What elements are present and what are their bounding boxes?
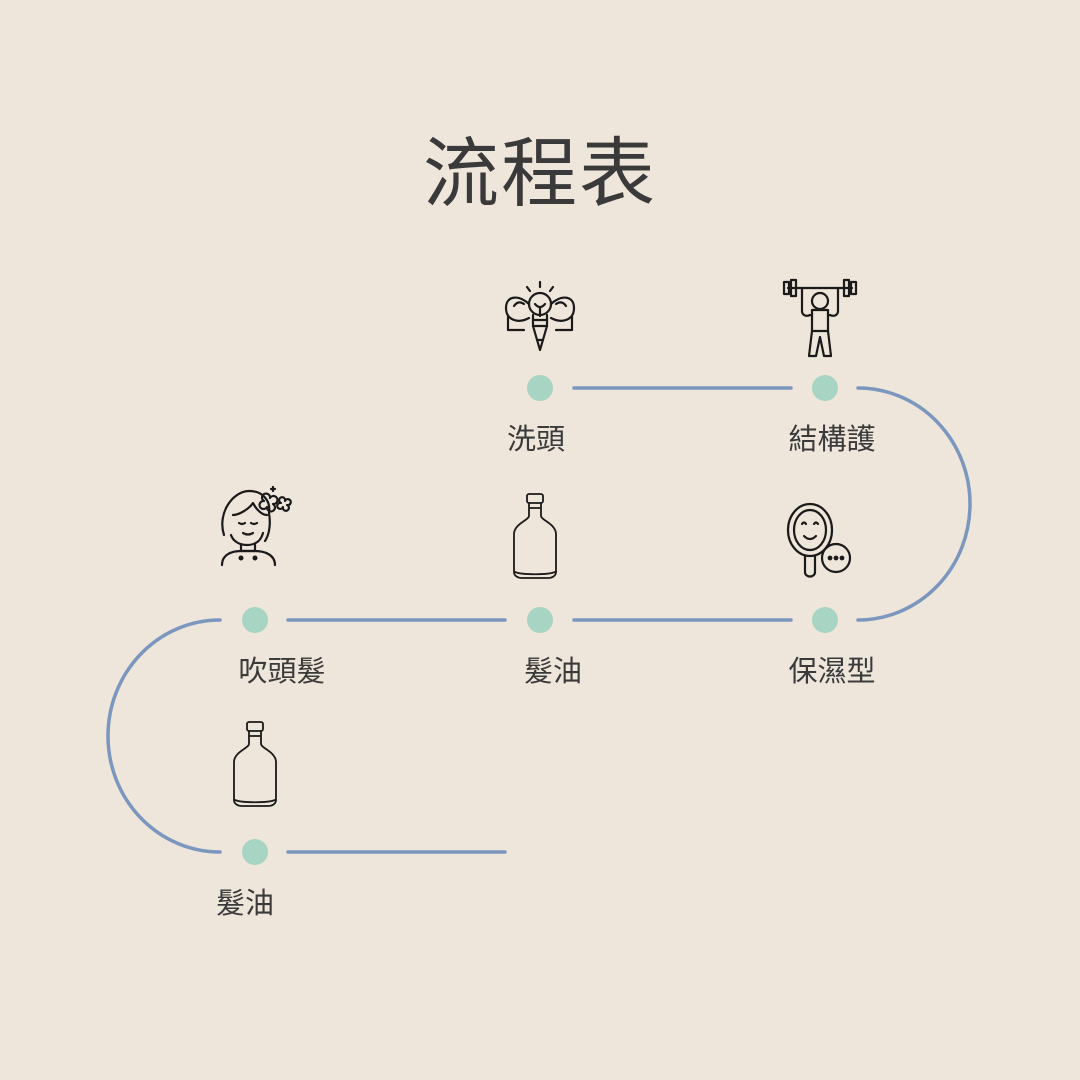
step-label: 洗頭 bbox=[506, 422, 566, 456]
step-label: 髮油 bbox=[523, 654, 583, 688]
oil-bottle-icon bbox=[230, 720, 280, 808]
strong-lightbulb-pencil-icon bbox=[500, 280, 580, 362]
step-label: 保濕型 bbox=[788, 654, 876, 688]
hand-mirror-icon bbox=[786, 500, 854, 582]
step-node bbox=[812, 375, 838, 401]
connector-curve bbox=[106, 618, 222, 854]
step-label: 吹頭髮 bbox=[238, 654, 326, 688]
step-node bbox=[242, 607, 268, 633]
step-label: 髮油 bbox=[215, 886, 275, 920]
woman-fresh-hair-icon bbox=[219, 485, 293, 567]
step-node bbox=[242, 839, 268, 865]
step-label: 結構護 bbox=[788, 422, 876, 456]
page-title: 流程表 bbox=[423, 129, 657, 218]
oil-bottle-icon bbox=[510, 492, 560, 580]
step-node bbox=[812, 607, 838, 633]
connector-curve bbox=[856, 386, 972, 622]
step-node bbox=[527, 375, 553, 401]
weightlifter-icon bbox=[782, 278, 858, 359]
step-node bbox=[527, 607, 553, 633]
